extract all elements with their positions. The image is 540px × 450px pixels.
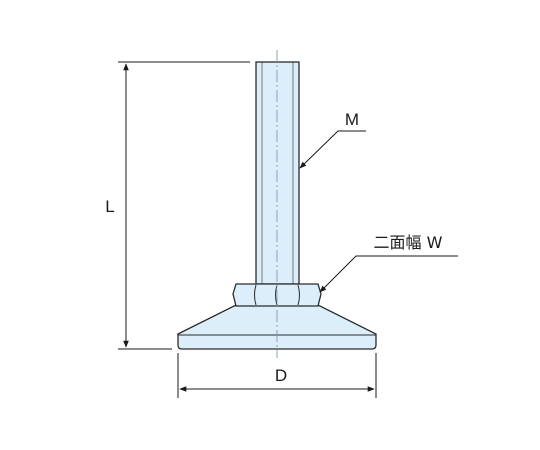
length-label: L (105, 197, 114, 216)
diameter-label: D (275, 366, 287, 385)
across-flats-label: 二面幅 W (374, 233, 443, 252)
thread-leader (299, 130, 366, 169)
across-flats-leader (319, 255, 458, 293)
threaded-stud (255, 61, 300, 285)
thread-label: M (345, 110, 359, 129)
